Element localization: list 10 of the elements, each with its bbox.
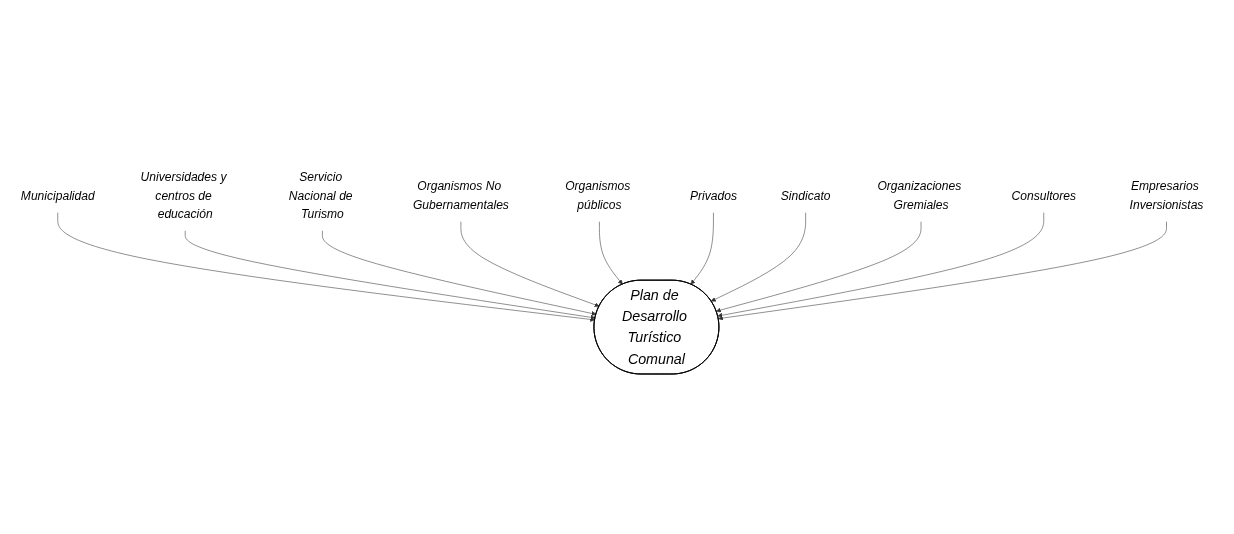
node-text: Privados: [689, 188, 737, 203]
node-text: Sindicato: [780, 188, 831, 203]
node-text: Universidades y centros de educación: [140, 170, 227, 221]
node-text: Organismos públicos: [565, 179, 631, 212]
node-text: Municipalidad: [20, 188, 95, 203]
node-text: Organismos No Gubernamentales: [412, 179, 509, 212]
node-text: Organizaciones Gremiales: [877, 179, 962, 212]
node-text: Consultores: [1011, 188, 1076, 203]
node-text: Empresarios Inversionistas: [1129, 179, 1204, 212]
node-text: Servicio Nacional de Turismo: [288, 170, 353, 221]
